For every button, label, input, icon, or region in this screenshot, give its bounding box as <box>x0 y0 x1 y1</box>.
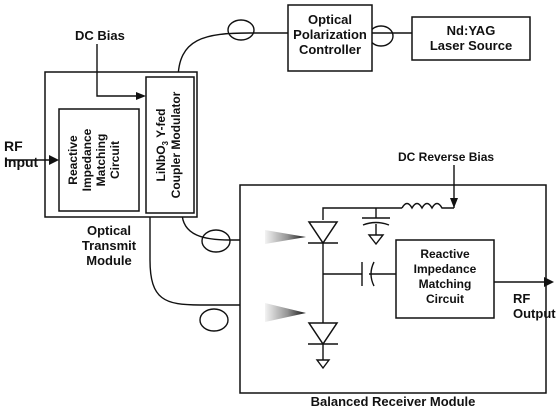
fiber-coil-lower <box>199 308 229 332</box>
lower-ground <box>315 359 331 370</box>
matching-rx-label-2: Impedance <box>414 262 477 276</box>
polarization-label-2: Polarization <box>293 27 367 42</box>
balanced-receiver-module-box <box>239 184 547 394</box>
matching-circuit-rx-box <box>395 239 495 319</box>
matching-tx-label-2: Impedance <box>80 128 94 191</box>
photodiode-lower <box>307 322 339 346</box>
transmit-label-3: Module <box>86 253 132 268</box>
laser-source-box <box>411 16 531 61</box>
matching-rx-label-3: Matching <box>419 277 472 291</box>
dc-bias-arrowhead <box>136 92 146 100</box>
fiber-modulator-to-polarization <box>177 32 372 81</box>
bias-inductor <box>401 202 454 210</box>
matching-tx-label-1: Reactive <box>66 135 80 185</box>
transmit-label-1: Optical <box>87 223 131 238</box>
polarization-label-3: Controller <box>299 42 361 57</box>
rf-output-arrowhead <box>544 277 554 287</box>
dc-bias-line <box>96 44 141 97</box>
rf-output-label-1: RF <box>513 291 530 306</box>
matching-rx-label-1: Reactive <box>420 247 470 261</box>
shunt-cap-ground <box>367 234 385 246</box>
fiber-coil-upper <box>201 229 231 253</box>
rf-output-label-2: Output <box>513 306 556 321</box>
rf-input-label-1: RF <box>4 138 23 154</box>
modulator-label-1: LiNbO3 Y-fed <box>154 109 170 182</box>
matching-tx-label-3: Matching <box>94 134 108 187</box>
laser-label-2: Laser Source <box>430 38 512 53</box>
polarization-label-1: Optical <box>308 12 352 27</box>
shunt-cap-plate-bottom <box>362 221 390 226</box>
matching-tx-label-4: Circuit <box>108 141 122 179</box>
dc-bias-label: DC Bias <box>75 28 125 43</box>
modulator-box <box>145 76 195 214</box>
rf-input-label-2: Input <box>4 154 39 170</box>
fiber-to-lower-photodiode <box>149 212 265 306</box>
photodiode-upper <box>307 221 339 245</box>
receiver-module-label: Balanced Receiver Module <box>311 394 476 409</box>
laser-label-1: Nd:YAG <box>447 23 496 38</box>
reverse-bias-arrowhead <box>450 198 458 208</box>
polarization-controller-box <box>287 4 373 72</box>
matching-rx-label-4: Circuit <box>426 292 464 306</box>
beam-upper <box>265 230 306 244</box>
modulator-label-2: Coupler Modulator <box>169 91 183 198</box>
beam-lower <box>265 303 306 322</box>
rf-input-arrowhead <box>49 155 59 165</box>
fiber-coil-top-left <box>227 19 255 41</box>
matching-circuit-tx-box <box>58 108 140 212</box>
transmit-label-2: Transmit <box>82 238 137 253</box>
dc-reverse-bias-label: DC Reverse Bias <box>398 150 494 164</box>
